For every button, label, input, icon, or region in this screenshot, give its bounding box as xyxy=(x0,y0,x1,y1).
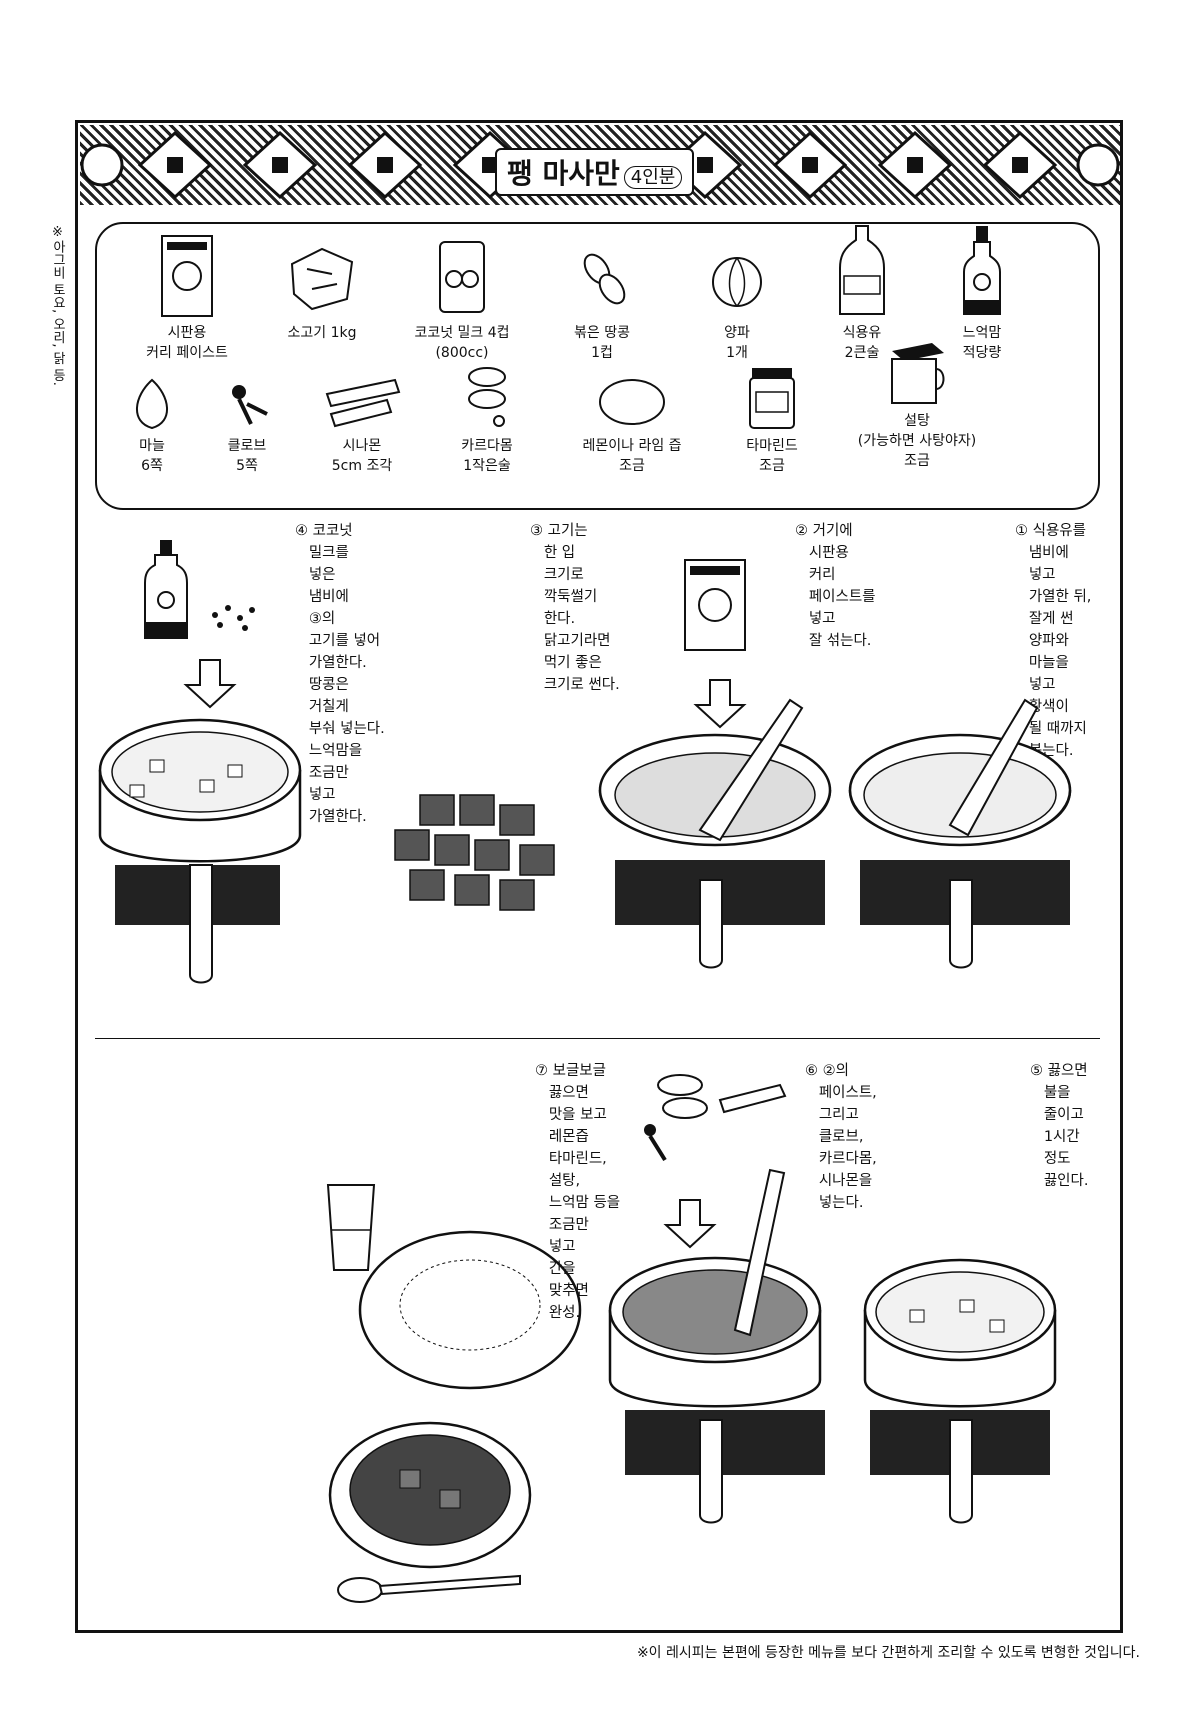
step4-down-arrow-icon xyxy=(183,659,237,709)
coconut-milk-can-icon xyxy=(439,241,485,313)
clove-icon xyxy=(232,385,268,425)
step2-down-arrow-icon xyxy=(693,679,747,729)
step-4-text: ④ 코코넛 밀크를 넣은 냄비에 ③의 고기를 넣어 가열한다. 땅콩은 거칠게… xyxy=(295,523,385,825)
title-servings: 4인분 xyxy=(623,166,683,189)
cinnamon-stick-icon xyxy=(325,378,401,428)
finished-dish-rice-plate xyxy=(358,1230,582,1390)
step4-pot-with-meat xyxy=(98,718,302,984)
page-frame xyxy=(75,120,1123,1633)
step-6-text: ⑥ ②의 페이스트, 그리고 클로브, 카르다몸, 시나몬을 넣는다. xyxy=(805,1063,877,1211)
title-main: 팽 마사만 xyxy=(507,157,620,190)
section-divider xyxy=(95,1038,1100,1039)
cardamom-icon xyxy=(468,367,506,427)
sugar-box-icon xyxy=(891,343,945,404)
side-note: ※아그비 토요, 오리, 닭 등. xyxy=(50,225,65,386)
step7-spices-icon xyxy=(644,1074,787,1162)
beef-icon xyxy=(290,247,354,311)
banner-ornament xyxy=(80,130,1120,200)
step2-frying-pan xyxy=(598,698,832,969)
ingredient-coconut-milk: 코코넛 밀크 4컵(800cc) xyxy=(397,234,527,363)
step5-pot xyxy=(863,1258,1057,1524)
step3-meat-cubes xyxy=(394,794,555,911)
step2-curry-paste-icon xyxy=(684,559,746,651)
step-2-text: ② 거기에 시판용 커리 페이스트를 넣고 잘 섞는다. xyxy=(795,523,876,649)
step6-pot xyxy=(608,1168,825,1524)
step-5-text: ⑤ 끓으면 불을 줄이고 1시간 정도 끓인다. xyxy=(1030,1063,1089,1189)
step-1-text: ① 식용유를 냄비에 넣고 가열한 뒤, 잘게 썬 양파와 마늘을 넣고 황색이… xyxy=(1015,523,1092,759)
oil-bottle-icon xyxy=(839,225,885,315)
tamarind-jar-icon xyxy=(749,368,795,429)
curry-paste-package-icon xyxy=(161,235,213,317)
step4-fish-sauce-icon xyxy=(144,540,188,639)
step-7-text: ⑦ 보글보글 끓으면 맛을 보고 레몬즙 타마린드, 설탕, 느억맘 등을 조금… xyxy=(535,1063,621,1321)
ingredient-sugar: 설탕(가능하면 사탕야자)조금 xyxy=(832,339,1002,471)
garlic-icon xyxy=(136,378,168,430)
finished-dish-curry-bowl xyxy=(328,1421,532,1569)
peanut-icon xyxy=(583,253,626,305)
ingredient-beef: 소고기 1kg xyxy=(257,234,387,343)
finished-dish-glass xyxy=(326,1184,376,1271)
finished-dish-spoon xyxy=(337,1574,521,1603)
footnote: ※이 레시피는 본편에 등장한 메뉴를 보다 간편하게 조리할 수 있도록 변형… xyxy=(636,1645,1140,1661)
step-3-text: ③ 고기는 한 입 크기로 깍둑썰기 한다. 닭고기라면 먹기 좋은 크기로 썬… xyxy=(530,523,620,693)
onion-icon xyxy=(712,257,762,307)
step6-down-arrow-icon xyxy=(663,1199,717,1249)
fish-sauce-bottle-icon xyxy=(963,226,1001,315)
lemon-icon xyxy=(599,379,665,425)
step1-frying-pan xyxy=(848,698,1072,969)
step4-peanut-crumbs-icon xyxy=(212,605,255,631)
